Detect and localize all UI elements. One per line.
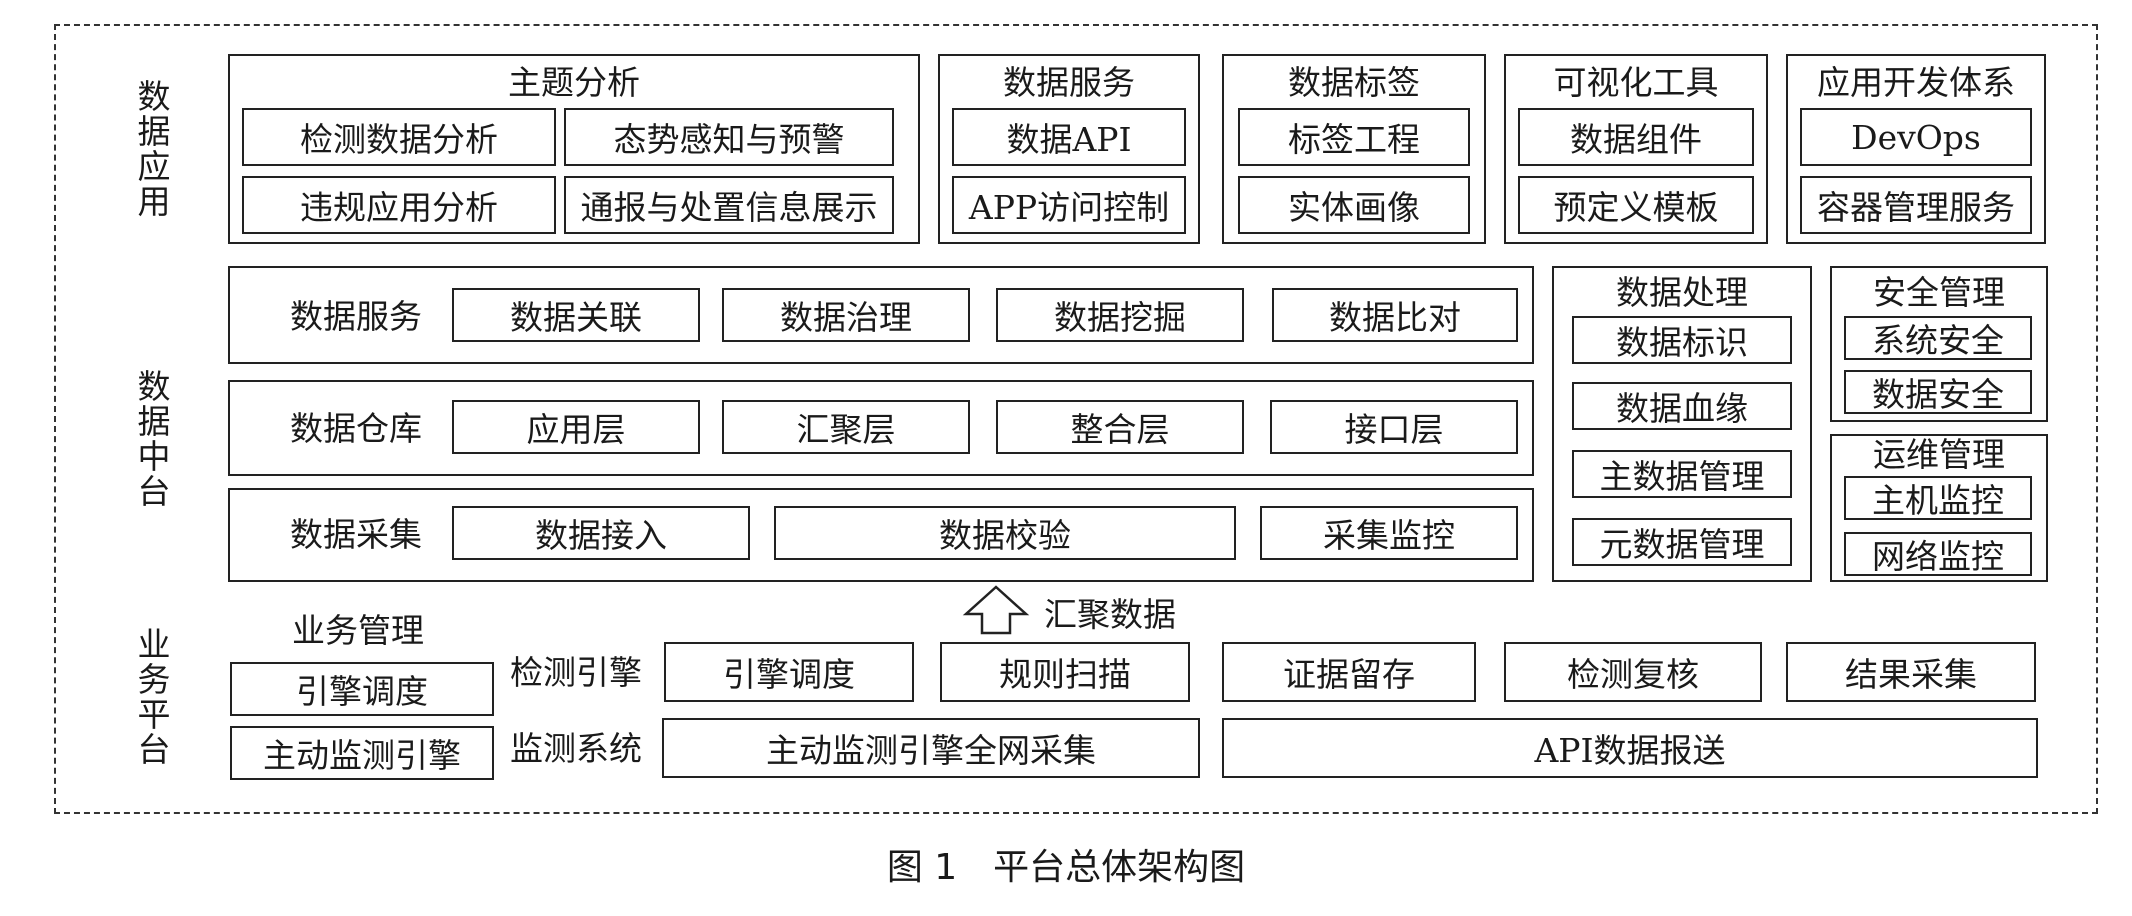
layer-label-data-middle: 数据中台 xyxy=(137,367,171,511)
warehouse-item-integration-layer: 整合层 xyxy=(996,400,1244,454)
detection-item-evidence-retention: 证据留存 xyxy=(1222,642,1476,702)
dev-item-devops: DevOps xyxy=(1800,108,2032,166)
collection-item-data-access: 数据接入 xyxy=(452,506,750,560)
arrow-label-aggregate-data: 汇聚数据 xyxy=(1044,595,1176,634)
warehouse-item-interface-layer: 接口层 xyxy=(1270,400,1518,454)
mid-service-item-mining: 数据挖掘 xyxy=(996,288,1244,342)
business-mgmt-title: 业务管理 xyxy=(292,611,424,650)
tag-item-entity-profile: 实体画像 xyxy=(1238,176,1470,234)
ops-item-network-monitor: 网络监控 xyxy=(1844,532,2032,576)
topic-analysis-title: 主题分析 xyxy=(508,63,640,102)
data-collection-row xyxy=(228,488,1534,582)
data-warehouse-row xyxy=(228,380,1534,476)
mid-service-item-governance: 数据治理 xyxy=(722,288,970,342)
warehouse-item-aggregation-layer: 汇聚层 xyxy=(722,400,970,454)
layer-label-business-platform: 业务平台 xyxy=(137,625,171,769)
topic-analysis-group xyxy=(228,54,920,244)
security-item-system: 系统安全 xyxy=(1844,316,2032,360)
app-dev-system-group xyxy=(1786,54,2046,244)
topic-item-notification-display: 通报与处置信息展示 xyxy=(564,176,894,234)
processing-item-metadata: 元数据管理 xyxy=(1572,518,1792,566)
topic-item-detection-analysis: 检测数据分析 xyxy=(242,108,556,166)
ops-mgmt-title: 运维管理 xyxy=(1873,435,2005,474)
tag-item-tag-engineering: 标签工程 xyxy=(1238,108,1470,166)
app-item-app-access-control: APP访问控制 xyxy=(952,176,1186,234)
monitoring-system-title: 监测系统 xyxy=(510,729,642,768)
platform-frame xyxy=(54,24,2098,814)
data-collection-title: 数据采集 xyxy=(290,515,422,554)
up-arrow-icon xyxy=(962,585,1030,635)
visualization-tools-group xyxy=(1504,54,1768,244)
data-tag-title: 数据标签 xyxy=(1288,63,1420,102)
detection-item-rule-scan: 规则扫描 xyxy=(940,642,1190,702)
figure-caption: 图 1 平台总体架构图 xyxy=(886,847,1246,888)
app-item-data-api: 数据API xyxy=(952,108,1186,166)
detection-item-engine-dispatch: 引擎调度 xyxy=(664,642,914,702)
ops-mgmt-group xyxy=(1830,434,2048,582)
app-data-service-group xyxy=(938,54,1200,244)
dev-item-container-mgmt: 容器管理服务 xyxy=(1800,176,2032,234)
security-mgmt-group xyxy=(1830,266,2048,422)
topic-item-situation-awareness: 态势感知与预警 xyxy=(564,108,894,166)
monitoring-item-network-collection: 主动监测引擎全网采集 xyxy=(662,718,1200,778)
app-dev-system-title: 应用开发体系 xyxy=(1817,63,2015,102)
detection-item-detection-review: 检测复核 xyxy=(1504,642,1762,702)
detection-item-result-collection: 结果采集 xyxy=(1786,642,2036,702)
security-mgmt-title: 安全管理 xyxy=(1873,273,2005,312)
topic-item-violation-analysis: 违规应用分析 xyxy=(242,176,556,234)
business-item-active-monitor-engine: 主动监测引擎 xyxy=(230,726,494,780)
monitoring-item-api-report: API数据报送 xyxy=(1222,718,2038,778)
ops-item-host-monitor: 主机监控 xyxy=(1844,476,2032,520)
collection-item-collection-monitor: 采集监控 xyxy=(1260,506,1518,560)
visualization-tools-title: 可视化工具 xyxy=(1553,63,1719,102)
layer-label-data-application: 数据应用 xyxy=(137,77,171,221)
app-data-service-title: 数据服务 xyxy=(1003,63,1135,102)
data-processing-group xyxy=(1552,266,1812,582)
business-item-engine-dispatch: 引擎调度 xyxy=(230,662,494,716)
mid-service-item-association: 数据关联 xyxy=(452,288,700,342)
security-item-data: 数据安全 xyxy=(1844,370,2032,414)
data-tag-group xyxy=(1222,54,1486,244)
processing-item-master-data: 主数据管理 xyxy=(1572,450,1792,498)
data-warehouse-title: 数据仓库 xyxy=(290,409,422,448)
detection-engine-title: 检测引擎 xyxy=(510,653,642,692)
warehouse-item-application-layer: 应用层 xyxy=(452,400,700,454)
data-processing-title: 数据处理 xyxy=(1616,273,1748,312)
vis-item-data-component: 数据组件 xyxy=(1518,108,1754,166)
processing-item-data-identification: 数据标识 xyxy=(1572,316,1792,364)
processing-item-data-lineage: 数据血缘 xyxy=(1572,382,1792,430)
vis-item-predefined-template: 预定义模板 xyxy=(1518,176,1754,234)
collection-item-data-validation: 数据校验 xyxy=(774,506,1236,560)
mid-data-service-title: 数据服务 xyxy=(290,297,422,336)
mid-service-item-comparison: 数据比对 xyxy=(1272,288,1518,342)
mid-data-service-row xyxy=(228,266,1534,364)
